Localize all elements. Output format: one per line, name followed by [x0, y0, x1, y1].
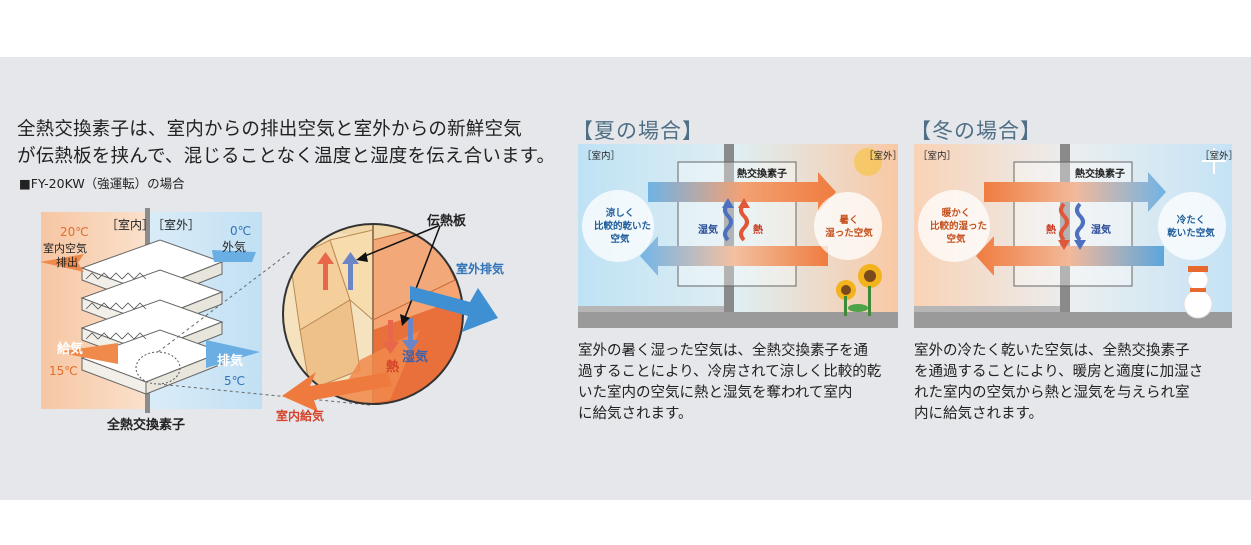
- winter-right-bubble: 冷たく乾いた空気: [1167, 215, 1215, 239]
- supply-arrow: [56, 343, 118, 364]
- heat-plate-pointer-1: [359, 225, 439, 259]
- indoor-exhaust-label-1: 室内空気: [43, 242, 87, 255]
- heat-plate-label: 伝熱板: [427, 214, 467, 229]
- summer-indoor-label: ［室内］: [582, 151, 621, 162]
- summer-heat-label: 熱: [753, 225, 763, 236]
- winter-caption: 室外の冷たく乾いた空気は、全熱交換素子を通過することにより、暖房と適度に加湿され…: [914, 343, 1204, 422]
- element-stack: [80, 239, 224, 395]
- magnified-view: [283, 224, 463, 404]
- model-note: ■FY-20KW（強運転）の場合: [19, 176, 185, 191]
- heat-label: 熱: [386, 360, 400, 375]
- winter-exhaust-arrow: [984, 172, 1166, 212]
- summer-outdoor-label: ［室外］: [864, 151, 903, 162]
- sunflower-icon: [836, 264, 882, 316]
- snowman-icon: [1183, 266, 1213, 319]
- summer-outdoor-bubble: [814, 192, 882, 260]
- outside-air-label: 外気: [222, 240, 247, 254]
- summer-intake-arrow: [648, 172, 836, 212]
- intro-line-1: 全熱交換素子は、室内からの排出空気と室外からの新鮮空気: [17, 119, 522, 140]
- summer-supply-arrow: [640, 236, 828, 276]
- humidity-down-arrow: [402, 318, 419, 352]
- heat-down-arrow: [382, 320, 399, 354]
- humidity-label: 湿気: [402, 350, 429, 365]
- plate-ridges: [85, 272, 147, 340]
- outdoor-exhaust-label: 室外排気: [456, 262, 505, 276]
- summer-heat-arrows: [738, 198, 750, 242]
- exhaust-arrow: [206, 340, 260, 368]
- summer-humidity-label: 湿気: [698, 225, 718, 236]
- winter-indoor-bubble: [918, 190, 990, 262]
- heat-exchange-element-diagram: [40, 208, 498, 413]
- summer-title: 【夏の場合】: [572, 119, 704, 143]
- winter-heat-arrows: [1058, 202, 1070, 250]
- winter-element-label: 熱交換素子: [1075, 169, 1125, 180]
- heat-plate-pointer-2: [403, 225, 441, 321]
- intro-line-2: が伝熱板を挟んで、混じることなく温度と湿度を伝え合います。: [17, 146, 556, 167]
- outdoor-label: ［室外］: [152, 218, 201, 232]
- outside-air-arrow: [212, 250, 256, 262]
- heat-up-arrow: [317, 252, 334, 290]
- humidity-up-arrow: [342, 252, 359, 290]
- indoor-supply-label: 室内給気: [276, 409, 325, 423]
- indoor-label: ［室内］: [106, 218, 155, 232]
- winter-diagram: [914, 144, 1232, 328]
- temp-20-label: 20℃: [60, 225, 89, 239]
- summer-humidity-arrows: [722, 198, 734, 242]
- winter-indoor-label: ［室内］: [918, 151, 957, 162]
- winter-humidity-arrows: [1074, 202, 1086, 250]
- winter-outdoor-label: ［室外］: [1200, 151, 1239, 162]
- temp-15-label: 15℃: [49, 364, 78, 378]
- temp-0-label: 0℃: [230, 224, 252, 238]
- sun-icon: [854, 148, 882, 176]
- intro-text: 全熱交換素子は、室内からの排出空気と室外からの新鮮空気 が伝熱板を挟んで、混じる…: [17, 116, 555, 170]
- summer-diagram: [578, 144, 898, 328]
- zoom-line-top: [157, 251, 291, 353]
- indoor-exhaust-arrow: [40, 254, 84, 272]
- snowflake-icon: [1202, 148, 1226, 174]
- outdoor-exhaust-arrow: [410, 286, 498, 332]
- temp-5-label: 5℃: [224, 374, 246, 388]
- winter-humidity-label: 湿気: [1091, 225, 1111, 236]
- winter-title: 【冬の場合】: [910, 119, 1042, 143]
- summer-element-label: 熱交換素子: [737, 169, 787, 180]
- summer-indoor-bubble: [582, 190, 654, 262]
- summer-right-bubble: 暑く湿った空気: [825, 215, 873, 239]
- winter-supply-arrow: [976, 236, 1164, 276]
- indoor-supply-arrow: [282, 372, 392, 412]
- winter-left-bubble: 暖かく比較的湿った空気: [930, 208, 988, 245]
- winter-heat-label: 熱: [1046, 225, 1056, 236]
- winter-outdoor-bubble: [1158, 192, 1226, 260]
- supply-label: 給気: [57, 342, 84, 357]
- summer-left-bubble: 涼しく比較的乾いた空気: [594, 208, 652, 245]
- element-caption: 全熱交換素子: [107, 418, 186, 433]
- exhaust-label: 排気: [217, 354, 244, 369]
- summer-caption: 室外の暑く湿った空気は、全熱交換素子を通過することにより、冷房されて涼しく比較的…: [578, 343, 882, 422]
- indoor-exhaust-label-2: 排出: [56, 256, 78, 269]
